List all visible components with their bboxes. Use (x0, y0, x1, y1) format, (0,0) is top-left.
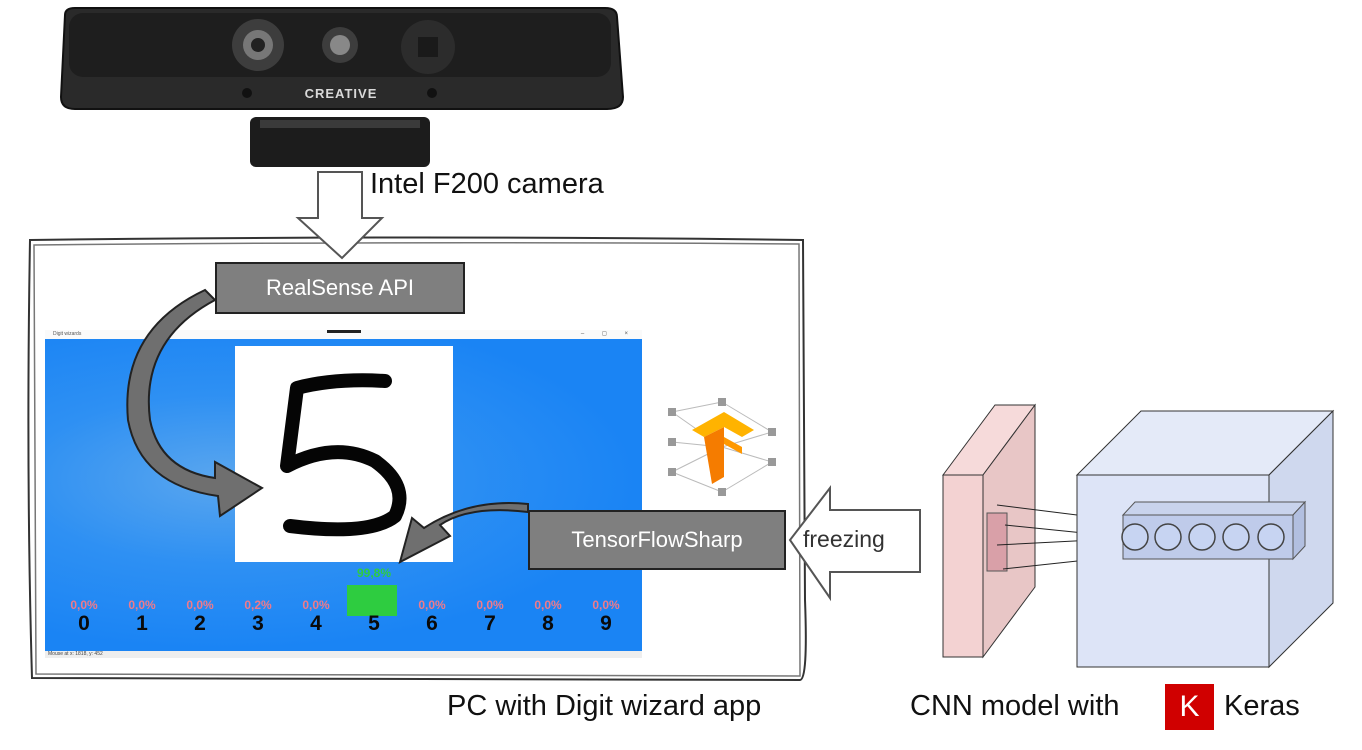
digit-percent: 0,0% (128, 598, 156, 612)
status-text: Mouse at x: 1818, y: 452 (48, 651, 103, 657)
digit-label: 4 (310, 612, 322, 635)
camera-icon (59, 7, 625, 167)
digit-label: 6 (426, 612, 438, 635)
digit-percent: 0,0% (592, 598, 620, 612)
keras-logo-icon: K (1165, 684, 1214, 730)
digit-column: 0,0% 9 (577, 598, 635, 636)
digit-label: 8 (542, 612, 554, 635)
tab-marker (327, 330, 361, 333)
digit-column: 0,0% 2 (171, 598, 229, 636)
window-controls[interactable]: – ◻ × (580, 331, 636, 337)
digit-percent: 0,2% (244, 598, 272, 612)
cnn-caption: CNN model with (910, 690, 1120, 722)
digit-label: 7 (484, 612, 496, 635)
digit-column: 0,0% 7 (461, 598, 519, 636)
digit-label: 2 (194, 612, 206, 635)
app-titlebar: Digit wizards – ◻ × (45, 330, 642, 339)
camera-brand-text: CREATIVE (304, 86, 378, 101)
digit-wizard-window: Digit wizards – ◻ × 0,0% 0 0,0% 1 0,0% 2… (45, 330, 642, 658)
digit-column: 0,0% 0 (55, 598, 113, 636)
digit-percent: 0,0% (476, 598, 504, 612)
digit-label: 9 (600, 612, 612, 635)
digit-column: 0,0% 8 (519, 598, 577, 636)
digit-percent: 0,0% (186, 598, 214, 612)
app-title: Digit wizards (53, 331, 82, 337)
digit-column: 0,0% 4 (287, 598, 345, 636)
handwritten-digit (280, 373, 407, 537)
tensorflowsharp-label: TensorFlowSharp (528, 510, 786, 570)
cnn-diagram-icon (942, 403, 1335, 669)
digit-column: 99,8% 5 (345, 566, 403, 636)
digit-5-confidence-bar (347, 585, 397, 616)
tensorflow-logo-icon (668, 398, 776, 496)
digit-probabilities: 0,0% 0 0,0% 1 0,0% 2 0,2% 3 0,0% 4 99,8%… (55, 566, 635, 636)
digit-column: 0,2% 3 (229, 598, 287, 636)
digit-column: 0,0% 1 (113, 598, 171, 636)
digit-percent: 0,0% (418, 598, 446, 612)
freezing-label: freezing (803, 526, 885, 552)
digit-percent: 0,0% (70, 598, 98, 612)
realsense-api-label: RealSense API (215, 262, 465, 314)
digit-label: 3 (252, 612, 264, 635)
drawing-canvas[interactable] (235, 346, 453, 562)
digit-percent: 0,0% (534, 598, 562, 612)
digit-percent: 0,0% (302, 598, 330, 612)
digit-column: 0,0% 6 (403, 598, 461, 636)
digit-label: 0 (78, 612, 90, 635)
keras-name: Keras (1224, 690, 1300, 722)
status-bar: Mouse at x: 1818, y: 452 (45, 651, 642, 658)
digit-percent: 99,8% (356, 566, 392, 580)
digit-label: 1 (136, 612, 148, 635)
digit-label: 5 (368, 612, 380, 635)
camera-caption: Intel F200 camera (370, 168, 604, 200)
pc-caption: PC with Digit wizard app (447, 690, 762, 722)
